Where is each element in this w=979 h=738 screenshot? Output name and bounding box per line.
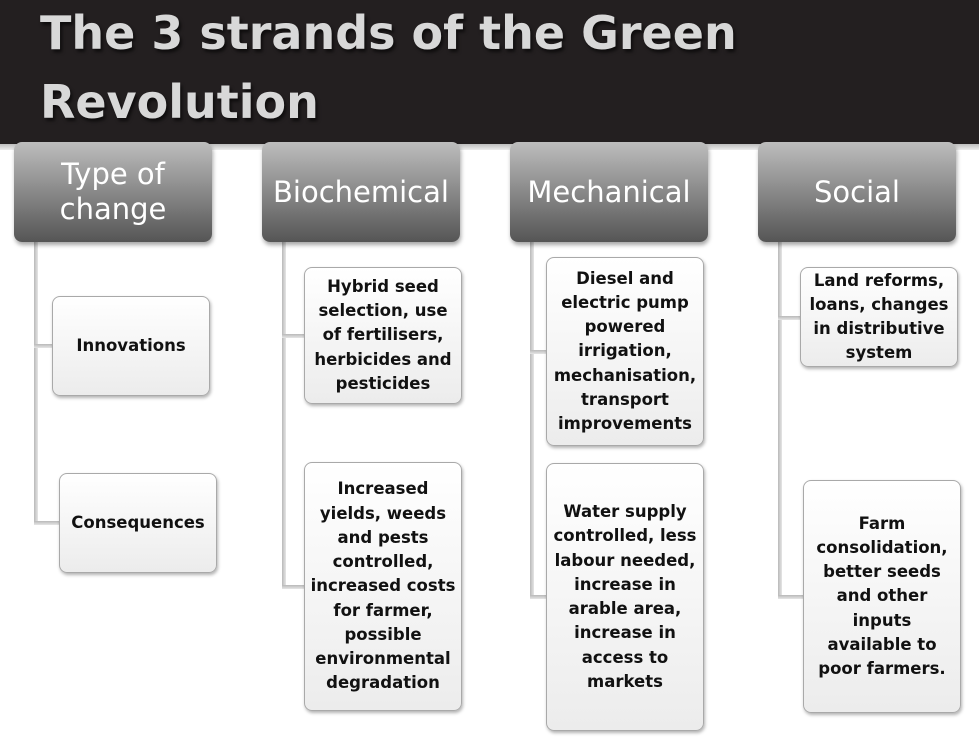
box-social-consequence: Farm consolidation, better seeds and oth… <box>803 480 961 713</box>
box-biochemical-consequence: Increased yields, weeds and pests contro… <box>304 462 462 711</box>
connector-innovations <box>34 344 52 348</box>
header-social: Social <box>758 142 956 242</box>
header-social-label: Social <box>814 174 900 209</box>
header-mechanical: Mechanical <box>510 142 708 242</box>
connector-mechanical-innovation <box>530 350 547 354</box>
connector-biochemical-consequence <box>282 585 304 589</box>
slide-title-line-1: The 3 strands of the Green <box>40 6 737 60</box>
header-biochemical-label: Biochemical <box>273 174 449 209</box>
header-mechanical-label: Mechanical <box>527 174 691 209</box>
box-consequences: Consequences <box>59 473 217 573</box>
connector-mechanical-consequence <box>530 595 547 599</box>
box-social-innovation: Land reforms, loans, changes in distribu… <box>800 267 958 367</box>
header-type-of-change-line-1: Type of <box>61 157 165 192</box>
header-biochemical: Biochemical <box>262 142 460 242</box>
connector-vertical-social <box>778 242 782 599</box>
connector-vertical-biochemical <box>282 242 286 589</box>
header-type-of-change: Type of change <box>14 142 212 242</box>
slide-title-line-2: Revolution <box>40 75 319 129</box>
box-mechanical-consequence: Water supply controlled, less labour nee… <box>546 463 704 731</box>
connector-vertical-mechanical <box>530 242 534 599</box>
connector-biochemical-innovation <box>282 334 304 338</box>
title-underline <box>0 144 979 150</box>
box-biochemical-innovation: Hybrid seed selection, use of fertiliser… <box>304 267 462 404</box>
box-innovations: Innovations <box>52 296 210 396</box>
connector-consequences <box>34 521 59 525</box>
header-type-of-change-line-2: change <box>59 192 167 226</box>
title-bar: The 3 strands of the Green Revolution <box>0 0 979 144</box>
box-mechanical-innovation: Diesel and electric pump powered irrigat… <box>546 257 704 446</box>
connector-vertical-type-of-change <box>34 242 38 525</box>
connector-social-innovation <box>778 316 800 320</box>
connector-social-consequence <box>778 595 803 599</box>
